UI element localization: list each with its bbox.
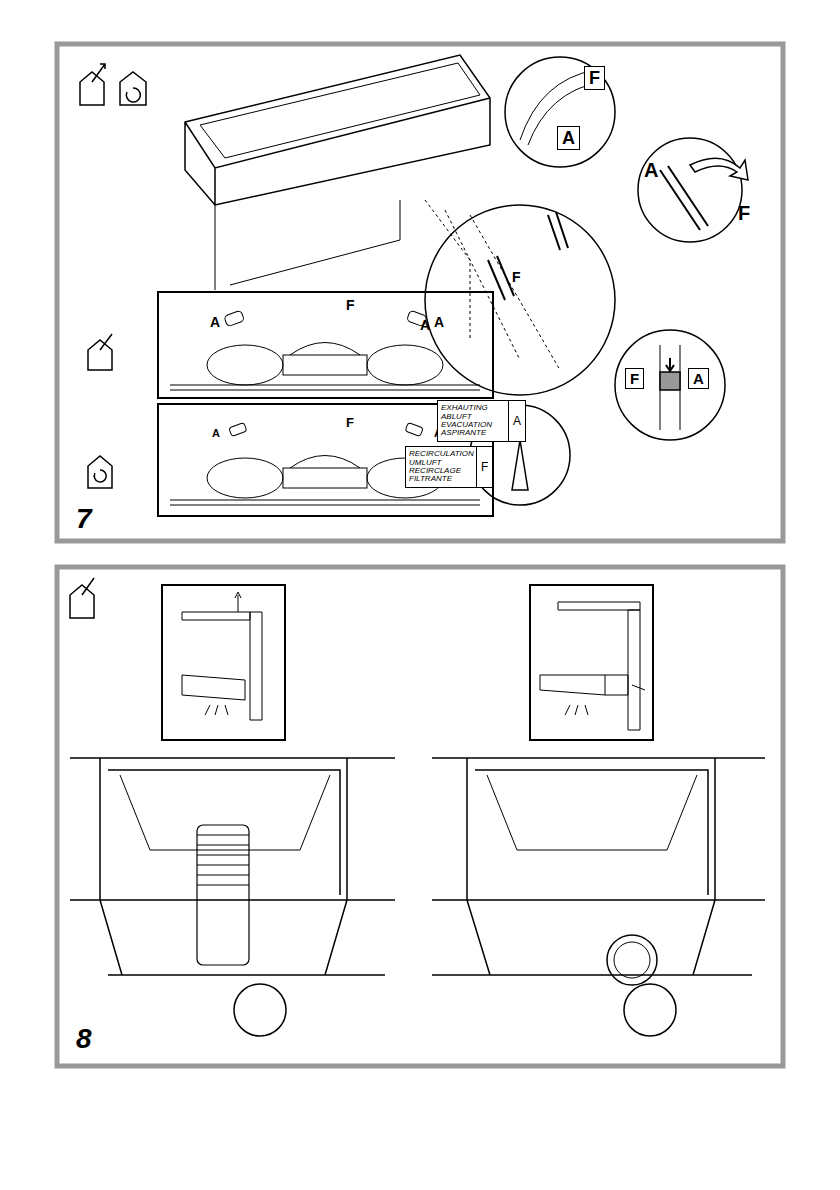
mode-tag: RECIRCULATION UMLUFT RECIRCLAGE FILTRANT…: [405, 446, 493, 488]
position-letter: F: [346, 416, 354, 429]
frame: [57, 44, 783, 541]
position-letter: A: [212, 428, 220, 439]
figure-number: 7: [76, 505, 92, 533]
position-letter: F: [584, 66, 605, 90]
position-letter: A: [210, 315, 220, 329]
position-letter: F: [512, 270, 521, 284]
position-letter: A: [644, 160, 658, 180]
tag-letter: F: [476, 447, 492, 487]
tag-text: RECIRCULATION UMLUFT RECIRCLAGE FILTRANT…: [406, 448, 476, 486]
tag-text: EXHAUTING ABLUFT EVACUATION ASPIRANTE: [438, 402, 508, 440]
frame: [57, 567, 783, 1066]
figure-number: 8: [76, 1025, 92, 1053]
position-letter: A: [688, 368, 709, 389]
position-letter: A: [420, 318, 430, 332]
position-letter: F: [738, 203, 750, 223]
mode-tag: EXHAUTING ABLUFT EVACUATION ASPIRANTEA: [437, 400, 526, 442]
position-letter: F: [346, 298, 355, 312]
tag-letter: A: [508, 401, 525, 441]
position-letter: F: [625, 368, 644, 389]
position-letter: A: [557, 126, 580, 150]
position-letter: A: [434, 315, 444, 329]
